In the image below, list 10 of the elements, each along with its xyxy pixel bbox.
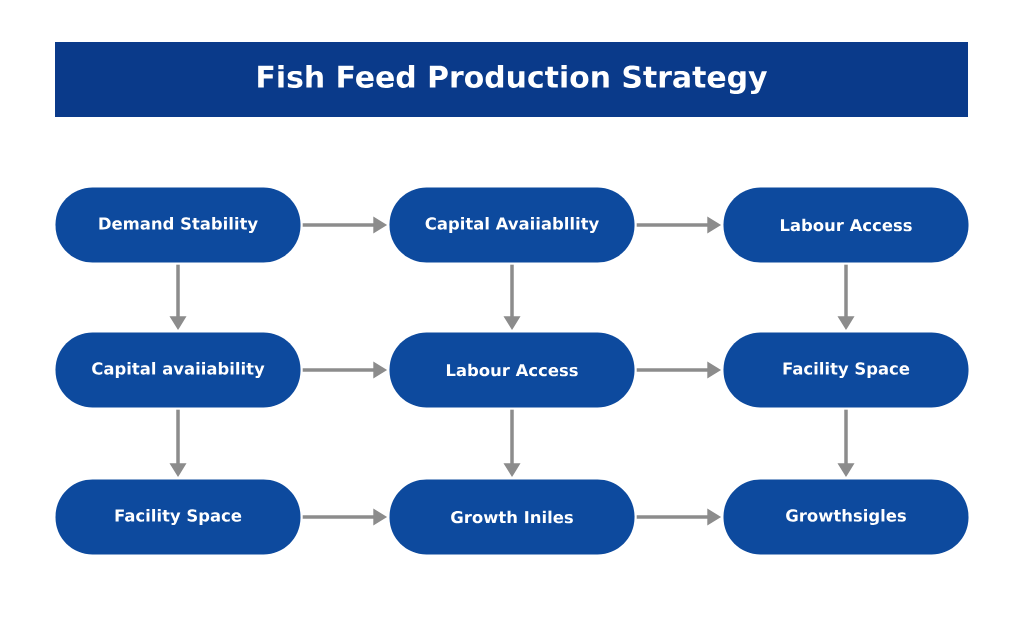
- process-box: Capital avaiiability: [55, 332, 301, 408]
- process-box: Growthsigles: [723, 479, 969, 555]
- process-box: Demand Stability: [55, 187, 301, 263]
- title-banner: Fish Feed Production Strategy: [55, 42, 968, 117]
- process-box: Labour Access: [389, 332, 635, 408]
- process-box: Facility Space: [55, 479, 301, 555]
- process-box: Growth Iniles: [389, 479, 635, 555]
- process-box: Capital Avaiiabllity: [389, 187, 635, 263]
- process-box: Labour Access: [723, 187, 969, 263]
- process-box: Facility Space: [723, 332, 969, 408]
